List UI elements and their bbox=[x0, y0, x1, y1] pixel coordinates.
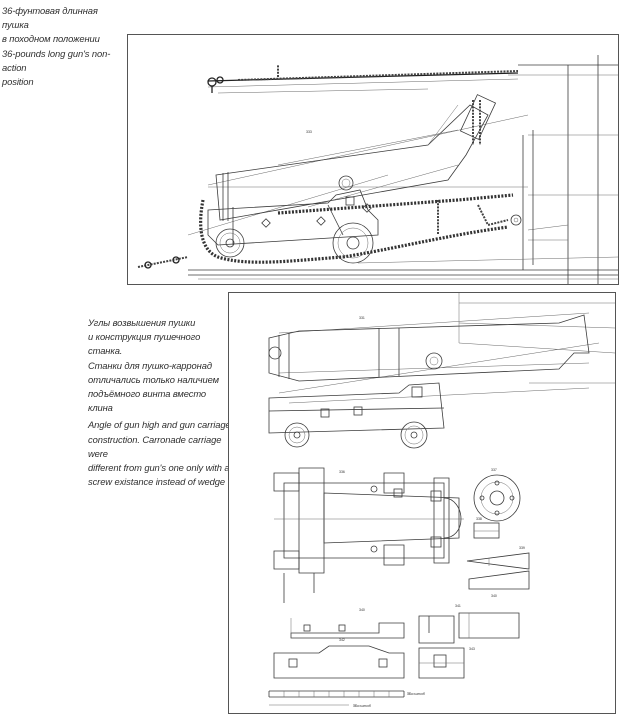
caption-middle: Углы возвышения пушки и конструкция пуше… bbox=[88, 316, 233, 489]
caption-mid-en-3: different from gun's one only with a bbox=[88, 462, 230, 474]
svg-text:333: 333 bbox=[306, 130, 312, 134]
svg-text:336: 336 bbox=[339, 470, 345, 474]
caption-mid-en-4: screw existance instead of wedge bbox=[88, 476, 225, 488]
caption-top-en-2: position bbox=[2, 76, 34, 88]
svg-text:338: 338 bbox=[476, 517, 482, 521]
svg-text:343: 343 bbox=[469, 647, 475, 651]
caption-top-ru-1: 36-фунтовая длинная пушка bbox=[2, 5, 98, 31]
caption-mid-ru-5: подъёмного винта вместо клина bbox=[88, 388, 207, 414]
caption-mid-ru-3: Станки для пушко-карронад bbox=[88, 359, 212, 371]
svg-text:340: 340 bbox=[491, 594, 497, 598]
drawing-gun-carriage-construction: 331 336 bbox=[228, 292, 616, 714]
caption-mid-ru-2: и конструкция пушечного станка. bbox=[88, 331, 201, 357]
svg-text:339: 339 bbox=[519, 546, 525, 550]
gun-carriage-illustration: 331 336 bbox=[268, 293, 615, 708]
scale-label-2: Масштаб bbox=[352, 703, 372, 708]
caption-mid-ru-4: отличались только наличием bbox=[88, 373, 219, 385]
gun-sea-position-illustration: 333 bbox=[137, 55, 618, 284]
svg-text:342: 342 bbox=[339, 638, 345, 642]
caption-top-en-1: 36-pounds long gun's non-action bbox=[2, 47, 111, 73]
drawing-gun-sea-position: 333 bbox=[127, 34, 619, 285]
scale-label-1: Масштаб bbox=[406, 691, 426, 696]
caption-mid-en-1: Angle of gun high and gun carriage bbox=[88, 419, 231, 431]
svg-text:340: 340 bbox=[359, 608, 365, 612]
svg-text:337: 337 bbox=[491, 468, 497, 472]
caption-top-ru-2: в походном положении bbox=[2, 33, 100, 45]
caption-mid-ru-1: Углы возвышения пушки bbox=[88, 317, 196, 328]
caption-top: 36-фунтовая длинная пушка в походном пол… bbox=[2, 4, 127, 89]
caption-mid-en-2: construction. Carronade carriage were bbox=[88, 433, 222, 459]
svg-text:341: 341 bbox=[455, 604, 461, 608]
svg-text:331: 331 bbox=[359, 316, 365, 320]
